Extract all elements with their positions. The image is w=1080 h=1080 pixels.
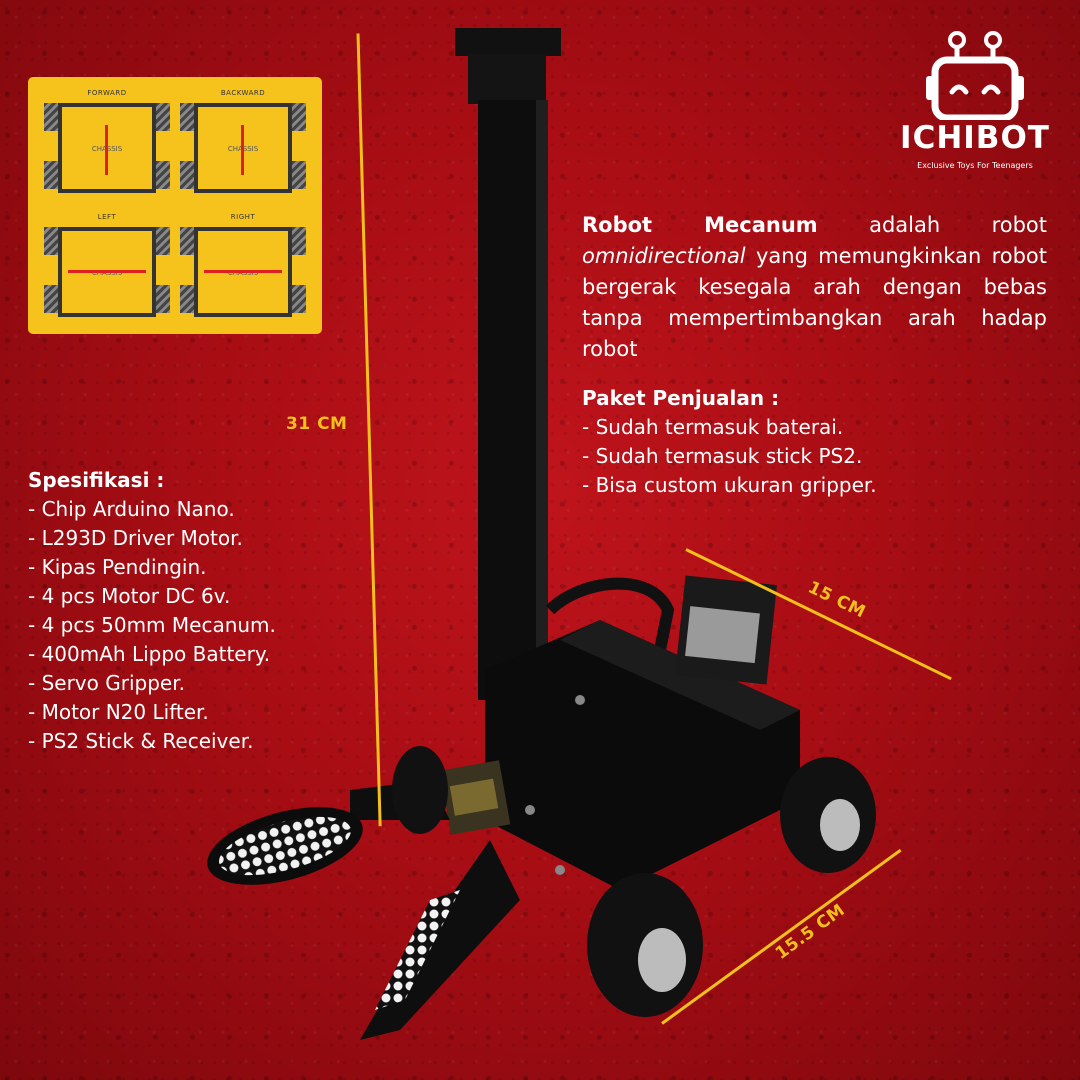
diagram-right: RIGHT CHASSIS [178, 213, 308, 323]
spec-section: Spesifikasi : - Chip Arduino Nano. - L29… [28, 466, 368, 756]
mecanum-robot-image [207, 28, 876, 1040]
diagram-chassis-label: CHASSIS [227, 269, 259, 277]
spec-item: - Servo Gripper. [28, 671, 185, 695]
diagram-caption: BACKWARD [220, 89, 266, 97]
diagram-forward: FORWARD CHASSIS [42, 89, 172, 199]
diagram-chassis-label: CHASSIS [91, 269, 123, 277]
description-part1: adalah robot [817, 213, 1047, 237]
brand-tagline: Exclusive Toys For Teenagers [917, 161, 1033, 170]
spec-item: - 4 pcs 50mm Mecanum. [28, 613, 276, 637]
spec-title: Spesifikasi : [28, 468, 165, 492]
ichibot-logo: ICHIBOT Exclusive Toys For Teenagers [900, 28, 1050, 178]
brand-name: ICHIBOT [900, 120, 1050, 156]
diagram-caption: LEFT [97, 213, 117, 221]
diagram-backward: BACKWARD CHASSIS [178, 89, 308, 199]
description-part2: yang memungkinkan robot bergerak kesegal… [582, 244, 1047, 361]
wheel-front-right [780, 757, 876, 873]
package-item: - Sudah termasuk baterai. [582, 415, 844, 439]
arrow-down-icon [241, 125, 244, 175]
spec-item: - PS2 Stick & Receiver. [28, 729, 254, 753]
spec-item: - 4 pcs Motor DC 6v. [28, 584, 231, 608]
diagram-left: LEFT CHASSIS [42, 213, 172, 323]
spec-item: - Chip Arduino Nano. [28, 497, 235, 521]
spec-item: - L293D Driver Motor. [28, 526, 243, 550]
package-item: - Bisa custom ukuran gripper. [582, 473, 877, 497]
product-description: Robot Mecanum adalah robot omnidirection… [582, 210, 1047, 365]
package-item: - Sudah termasuk stick PS2. [582, 444, 863, 468]
arrow-right-icon [204, 270, 282, 273]
height-label: 31 CM [286, 414, 348, 434]
spec-item: - Motor N20 Lifter. [28, 700, 209, 724]
robot-head-icon [926, 31, 1024, 122]
arrow-up-icon [105, 125, 108, 175]
package-title: Paket Penjualan : [582, 386, 780, 410]
description-italic: omnidirectional [582, 244, 746, 268]
diagram-caption: RIGHT [230, 213, 256, 221]
arrow-left-icon [68, 270, 146, 273]
description-bold: Robot Mecanum [582, 213, 818, 237]
mecanum-direction-diagram: FORWARD CHASSIS BACKWARD CHASSIS LEFT CH… [28, 77, 322, 334]
diagram-caption: FORWARD [87, 89, 127, 97]
spec-item: - 400mAh Lippo Battery. [28, 642, 271, 666]
package-section: Paket Penjualan : - Sudah termasuk bater… [582, 384, 1052, 500]
spec-item: - Kipas Pendingin. [28, 555, 207, 579]
wheel-front-left [587, 873, 703, 1017]
